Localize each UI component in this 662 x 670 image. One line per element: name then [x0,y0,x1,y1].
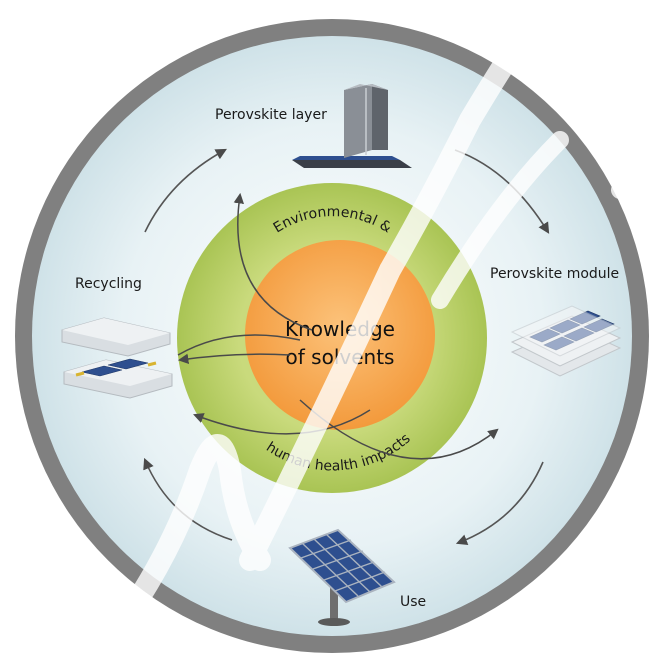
arrow-module-to-use [455,461,544,546]
use-solar-panel-illustration [288,528,396,626]
cycle-arrows [143,148,550,546]
label-use: Use [400,594,426,610]
arrow-layer-to-module [454,149,550,234]
label-recycling: Recycling [75,276,142,292]
arrow-recycling-to-layer [144,148,227,233]
arrow-core-to-recycling [177,353,291,364]
arrow-lower-left-loop [193,409,371,435]
label-perovskite-module: Perovskite module [490,266,619,282]
arrow-core-to-layer [233,192,313,331]
arrow-core-to-recycling-upper [177,334,301,356]
watermark [99,21,650,651]
recycling-illustration [61,317,173,399]
center-title-line1: Knowledge [285,317,395,341]
perovskite-layer-illustration [292,84,412,168]
perovskite-module-illustration [510,305,622,377]
label-perovskite-layer: Perovskite layer [215,107,327,123]
